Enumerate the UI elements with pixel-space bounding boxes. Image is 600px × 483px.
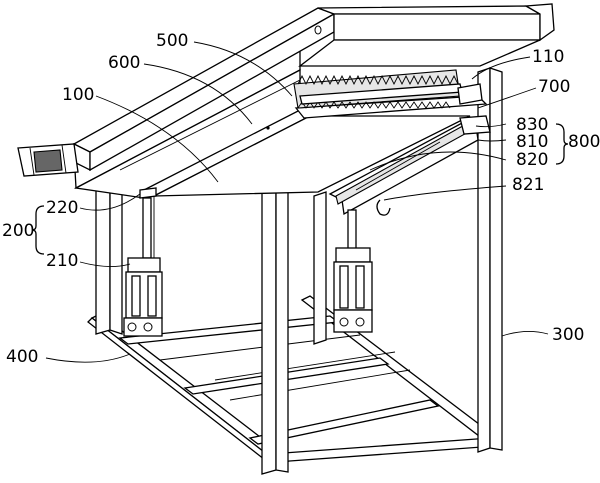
label-600: 600 — [108, 53, 140, 73]
top-frame — [72, 3, 555, 172]
brace-200 — [31, 205, 45, 255]
label-110: 110 — [532, 47, 564, 67]
label-821: 821 — [512, 175, 544, 195]
label-220: 220 — [46, 198, 78, 218]
label-300: 300 — [552, 325, 584, 345]
label-820: 820 — [516, 150, 548, 170]
spiral-roller — [293, 69, 483, 109]
label-700: 700 — [538, 77, 570, 97]
brace-800 — [555, 123, 569, 165]
base-frame — [87, 295, 502, 471]
label-500: 500 — [156, 31, 188, 51]
label-200: 200 — [2, 221, 34, 241]
label-400: 400 — [6, 347, 38, 367]
label-210: 210 — [46, 251, 78, 271]
leader-lines — [45, 41, 549, 363]
label-100: 100 — [62, 85, 94, 105]
label-830: 830 — [516, 115, 548, 135]
rail-assembly — [328, 115, 491, 216]
label-810: 810 — [516, 132, 548, 152]
label-800: 800 — [568, 132, 600, 152]
lift-cylinder-right — [333, 209, 373, 333]
end-block — [17, 143, 79, 177]
lift-cylinder-left — [123, 187, 163, 337]
